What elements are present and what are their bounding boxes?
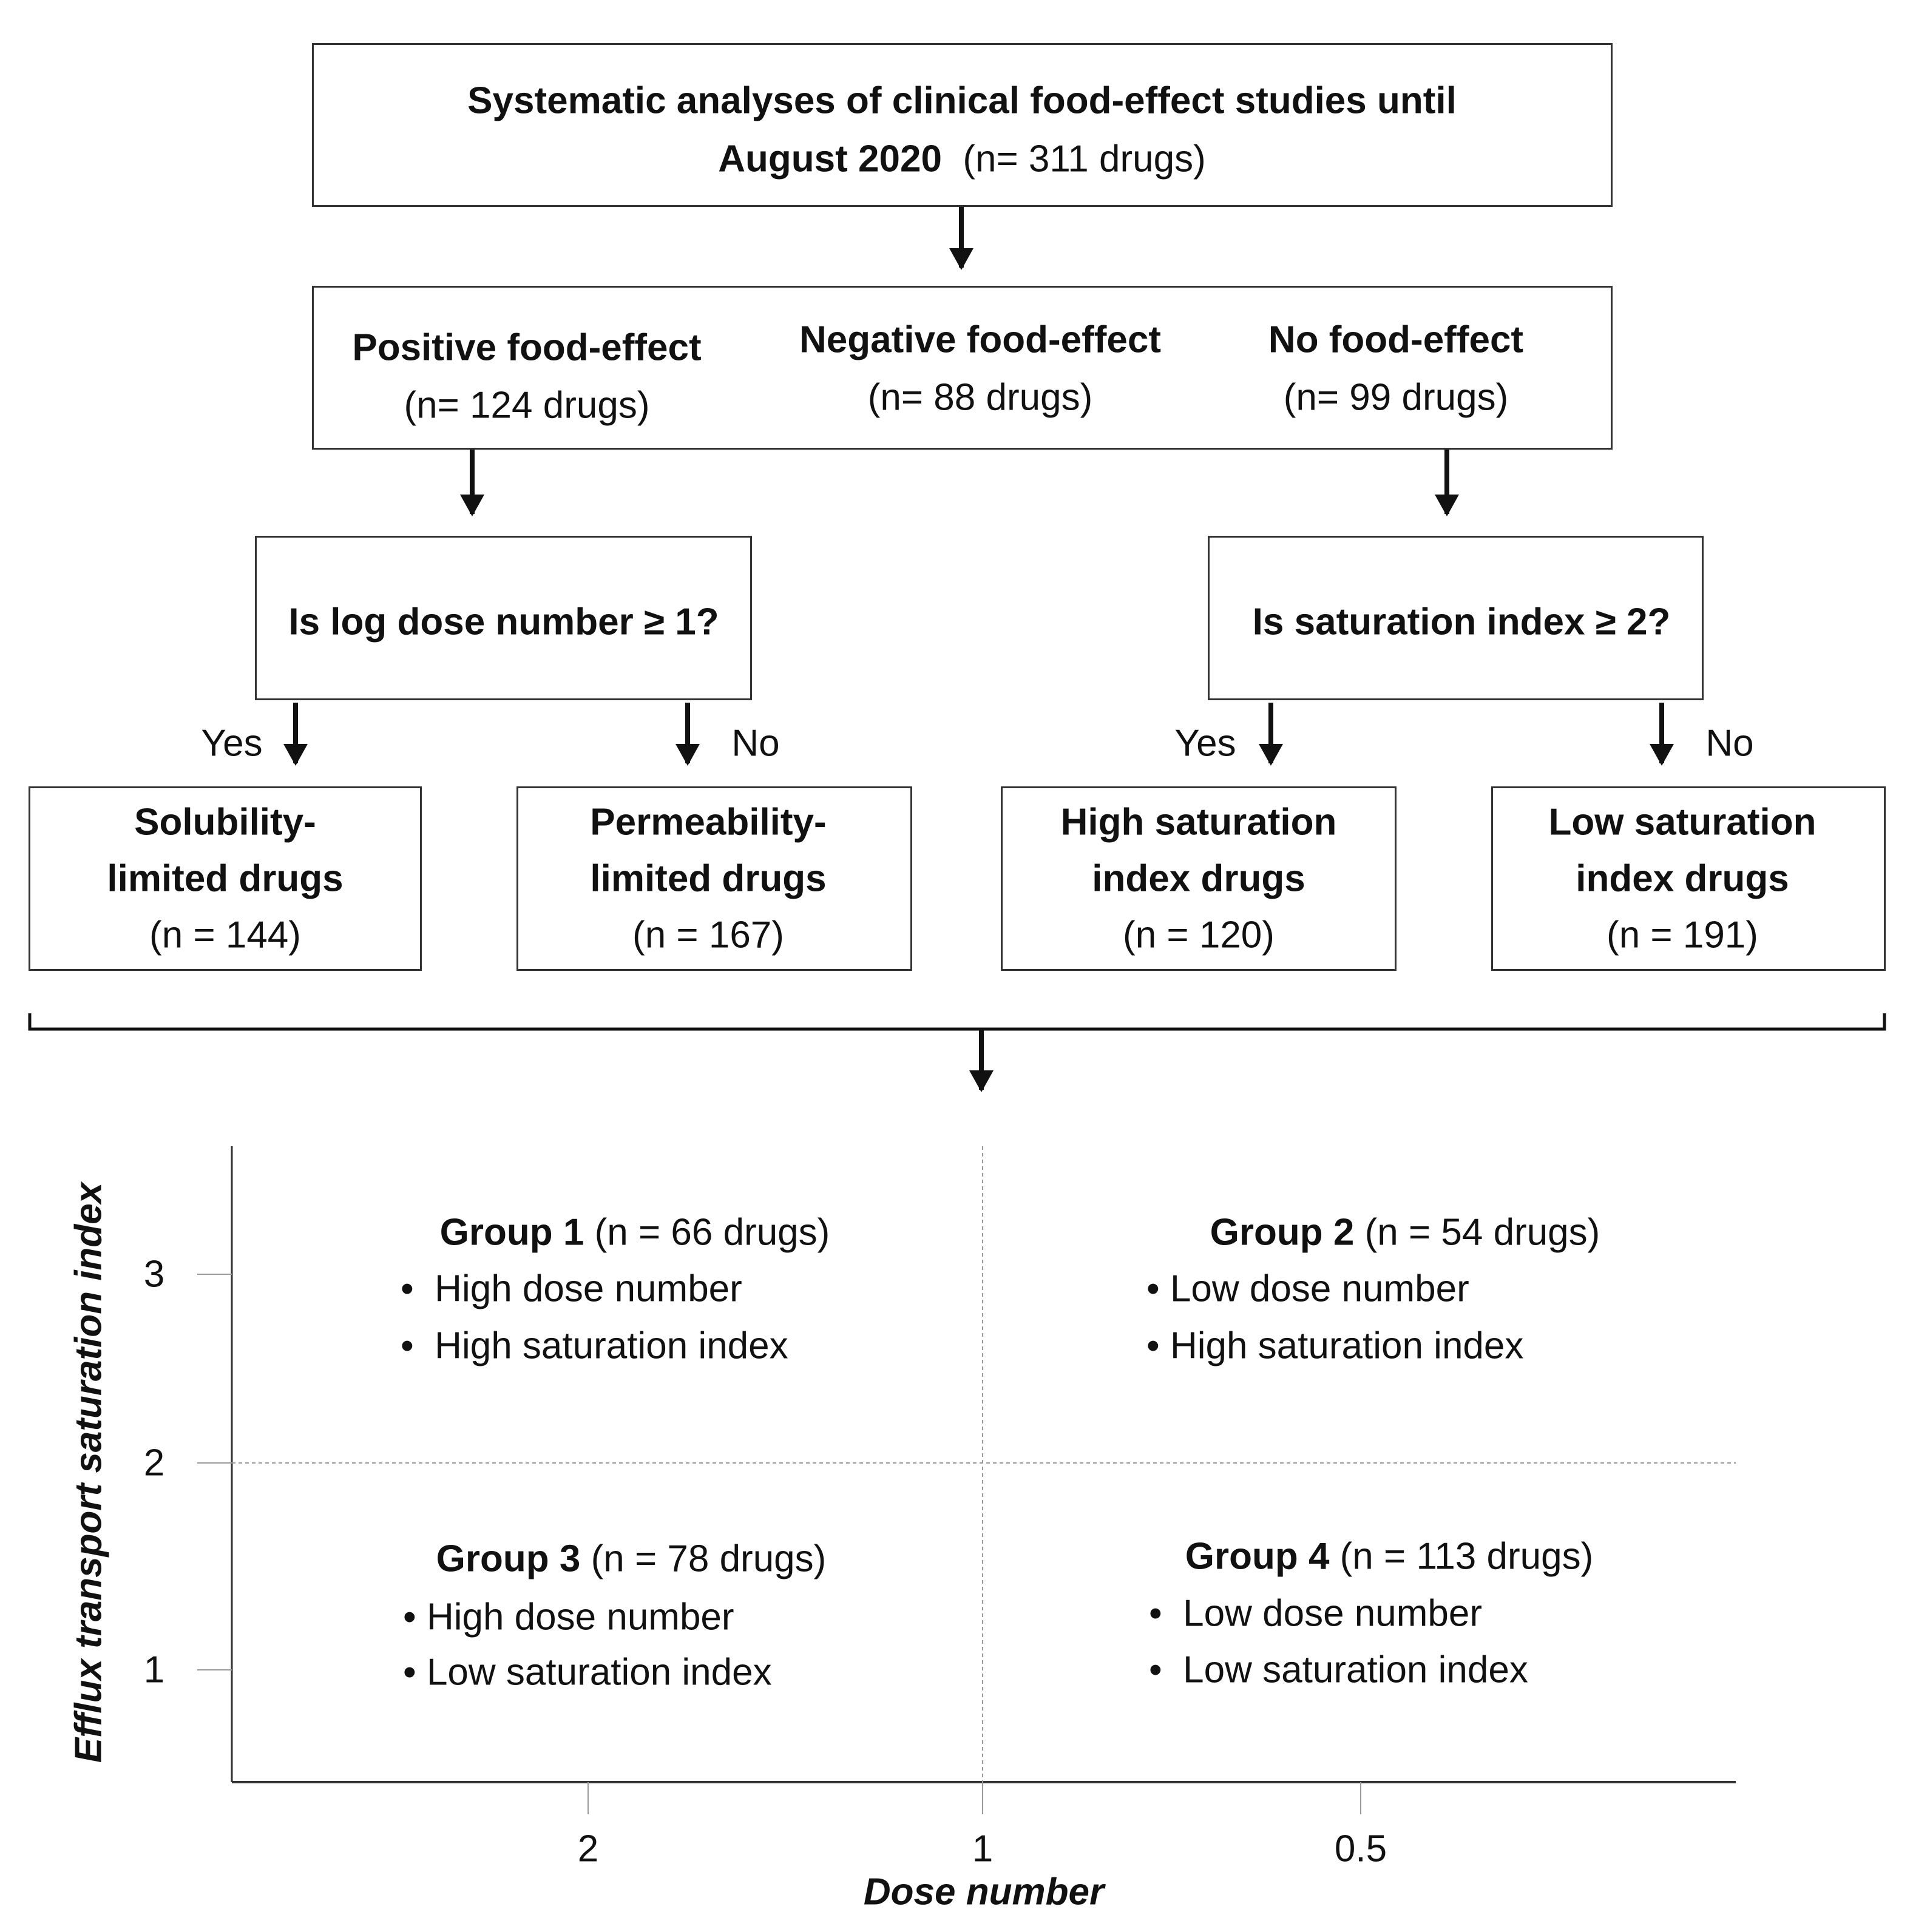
positive-effect-label: Positive food-effect xyxy=(352,326,702,369)
group-count: (n = 113 drugs) xyxy=(1339,1535,1594,1578)
no-effect-label: No food-effect xyxy=(1268,319,1524,361)
group-name: Group 1 xyxy=(439,1211,584,1254)
y-tick-label: 2 xyxy=(143,1442,165,1484)
group-4-title: Group 4 (n = 113 drugs) xyxy=(1185,1528,1594,1585)
group-count: (n = 66 drugs) xyxy=(594,1211,830,1254)
arrow-down xyxy=(685,703,690,763)
bullet-text: High saturation index xyxy=(1170,1325,1524,1367)
x-tick-label: 1 xyxy=(972,1828,994,1870)
branch-yes-label: Yes xyxy=(1174,722,1236,765)
outcome-line1: Permeability- xyxy=(590,801,827,843)
arrow-down xyxy=(979,1029,984,1090)
bullet-text: Low dose number xyxy=(1170,1268,1469,1310)
x-tick-label: 0.5 xyxy=(1334,1828,1387,1870)
saturation-question-box xyxy=(1208,536,1704,700)
bullet-text: High dose number xyxy=(435,1268,742,1310)
arrow-down xyxy=(959,207,964,268)
group-1-title: Group 1 (n = 66 drugs) xyxy=(440,1204,830,1261)
no-effect-count: (n= 99 drugs) xyxy=(1283,376,1509,419)
arrow-down xyxy=(1444,450,1449,514)
solubility-limited-box xyxy=(29,786,422,971)
outcome-line1: Solubility- xyxy=(134,801,316,843)
outcome-line2: index drugs xyxy=(1576,857,1789,900)
x-axis-label: Dose number xyxy=(863,1871,1105,1913)
arrow-down xyxy=(1268,703,1273,763)
outcome-line1: Low saturation xyxy=(1548,801,1817,843)
outcome-line1: High saturation xyxy=(1060,801,1337,843)
group-2-title: Group 2 (n = 54 drugs) xyxy=(1210,1204,1600,1261)
arrow-down xyxy=(293,703,298,763)
outcome-line2: limited drugs xyxy=(590,857,827,900)
group-4-bullet: • Low dose number xyxy=(1149,1592,1483,1635)
group-4-bullet: • Low saturation index xyxy=(1149,1649,1528,1691)
food-effect-box xyxy=(312,286,1613,450)
outcome-line2: index drugs xyxy=(1092,857,1305,900)
group-3-bullet: • Low saturation index xyxy=(403,1651,772,1694)
dose-number-question: Is log dose number ≥ 1? xyxy=(288,601,719,643)
group-1-bullet: • High saturation index xyxy=(401,1325,788,1367)
group-1-bullet: • High dose number xyxy=(401,1268,742,1310)
group-3-bullet: • High dose number xyxy=(403,1596,734,1638)
y-tick-label: 3 xyxy=(143,1253,165,1295)
group-2-bullet: • High saturation index xyxy=(1146,1325,1524,1367)
arrow-down xyxy=(1659,703,1664,763)
positive-effect-count: (n= 124 drugs) xyxy=(404,384,650,427)
y-axis-label: Efflux transport saturation index xyxy=(67,1182,110,1763)
study-count: (n= 311 drugs) xyxy=(963,138,1206,180)
arrow-down xyxy=(470,450,475,514)
permeability-limited-text: Permeability-limited drugs (n = 167) xyxy=(590,794,826,964)
study-title: Systematic analyses of clinical food-eff… xyxy=(467,79,1457,122)
negative-effect-count: (n= 88 drugs) xyxy=(867,376,1093,419)
study-box xyxy=(312,43,1613,207)
saturation-question: Is saturation index ≥ 2? xyxy=(1252,601,1671,643)
bullet-text: High saturation index xyxy=(435,1325,788,1367)
permeability-limited-box xyxy=(516,786,912,971)
high-saturation-box xyxy=(1001,786,1397,971)
branch-no-label: No xyxy=(1705,722,1754,765)
low-saturation-box xyxy=(1491,786,1886,971)
group-3-title: Group 3 (n = 78 drugs) xyxy=(436,1531,827,1587)
group-name: Group 2 xyxy=(1210,1211,1355,1254)
outcome-count: (n = 191) xyxy=(1607,914,1758,956)
bullet-text: Low saturation index xyxy=(1183,1649,1528,1691)
group-2-bullet: • Low dose number xyxy=(1146,1268,1469,1310)
group-count: (n = 54 drugs) xyxy=(1364,1211,1600,1254)
dose-number-question-box xyxy=(255,536,752,700)
outcome-count: (n = 167) xyxy=(632,914,784,956)
study-subtitle: August 2020 (n= 311 drugs) xyxy=(718,131,1206,187)
group-name: Group 4 xyxy=(1185,1535,1330,1578)
solubility-limited-text: Solubility-limited drugs (n = 144) xyxy=(107,794,343,964)
group-name: Group 3 xyxy=(436,1538,581,1580)
branch-no-label: No xyxy=(731,722,780,765)
bullet-text: High dose number xyxy=(426,1596,734,1638)
group-count: (n = 78 drugs) xyxy=(591,1538,827,1580)
y-tick-label: 1 xyxy=(143,1649,165,1691)
low-saturation-text: Low saturation index drugs (n = 191) xyxy=(1549,794,1817,964)
bracket xyxy=(28,1013,1886,1031)
branch-yes-label: Yes xyxy=(201,722,263,765)
bullet-text: Low dose number xyxy=(1183,1592,1483,1635)
x-tick-label: 2 xyxy=(577,1828,599,1870)
high-saturation-text: High saturation index drugs (n = 120) xyxy=(1061,794,1337,964)
outcome-count: (n = 120) xyxy=(1123,914,1275,956)
outcome-line2: limited drugs xyxy=(107,857,344,900)
study-date: August 2020 xyxy=(718,138,942,180)
bullet-text: Low saturation index xyxy=(426,1651,772,1694)
outcome-count: (n = 144) xyxy=(149,914,301,956)
negative-effect-label: Negative food-effect xyxy=(799,319,1161,361)
